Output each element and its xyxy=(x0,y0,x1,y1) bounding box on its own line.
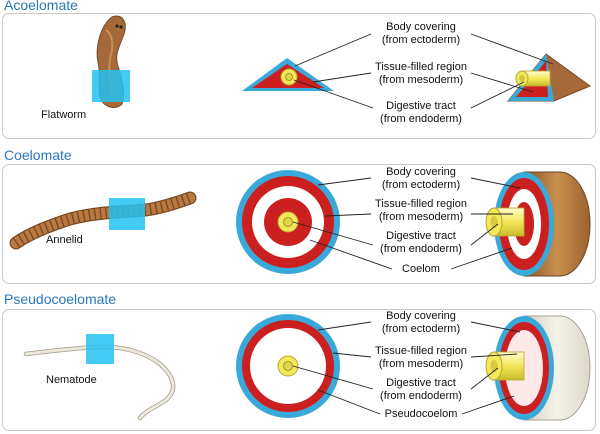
organism-label-flatworm: Flatworm xyxy=(41,109,87,121)
acoelomate-label-tissue-region: Tissue-filled region (from mesoderm) xyxy=(375,61,467,86)
annelid-illustration xyxy=(9,191,197,250)
pseudocoelomate-leader-lines xyxy=(292,321,521,415)
heading-acoelomate: Acoelomate xyxy=(4,0,78,13)
coelomate-leader-lines xyxy=(292,177,521,270)
nematode-illustration xyxy=(23,334,176,421)
coelomate-cross-section xyxy=(236,170,340,274)
flatworm-illustration xyxy=(92,15,130,108)
organism-label-nematode: Nematode xyxy=(46,374,97,386)
pseudocoelomate-cross-section xyxy=(236,314,340,418)
organism-label-annelid: Annelid xyxy=(46,234,83,246)
pseudocoelomate-label-tissue-region: Tissue-filled region (from mesoderm) xyxy=(375,345,467,370)
pseudocoelomate-label-pseudocoelom: Pseudocoelom xyxy=(384,408,458,420)
acoelomate-label-body-covering: Body covering (from ectoderm) xyxy=(381,21,461,46)
acoelomate-cross-section xyxy=(242,58,334,91)
coelomate-label-tissue-region: Tissue-filled region (from mesoderm) xyxy=(375,198,467,223)
section-highlight-nematode xyxy=(86,334,114,364)
section-highlight-annelid xyxy=(109,198,145,230)
heading-coelomate: Coelomate xyxy=(4,147,72,163)
acoelomate-3d-section xyxy=(506,53,592,102)
pseudocoelomate-3d-section xyxy=(485,315,591,421)
coelomate-label-digestive-tract: Digestive tract (from endoderm) xyxy=(380,230,462,255)
heading-pseudocoelomate: Pseudocoelomate xyxy=(4,291,117,307)
section-highlight-flatworm xyxy=(92,70,130,102)
coelomate-3d-section xyxy=(485,171,591,277)
pseudocoelomate-label-body-covering: Body covering (from ectoderm) xyxy=(381,310,461,335)
pseudocoelomate-label-digestive-tract: Digestive tract (from endoderm) xyxy=(380,377,462,402)
acoelomate-label-digestive-tract: Digestive tract (from endoderm) xyxy=(380,100,462,125)
acoelomate-leader-lines xyxy=(293,33,554,109)
coelomate-label-coelom: Coelom xyxy=(402,263,440,275)
coelomate-label-body-covering: Body covering (from ectoderm) xyxy=(381,166,461,191)
